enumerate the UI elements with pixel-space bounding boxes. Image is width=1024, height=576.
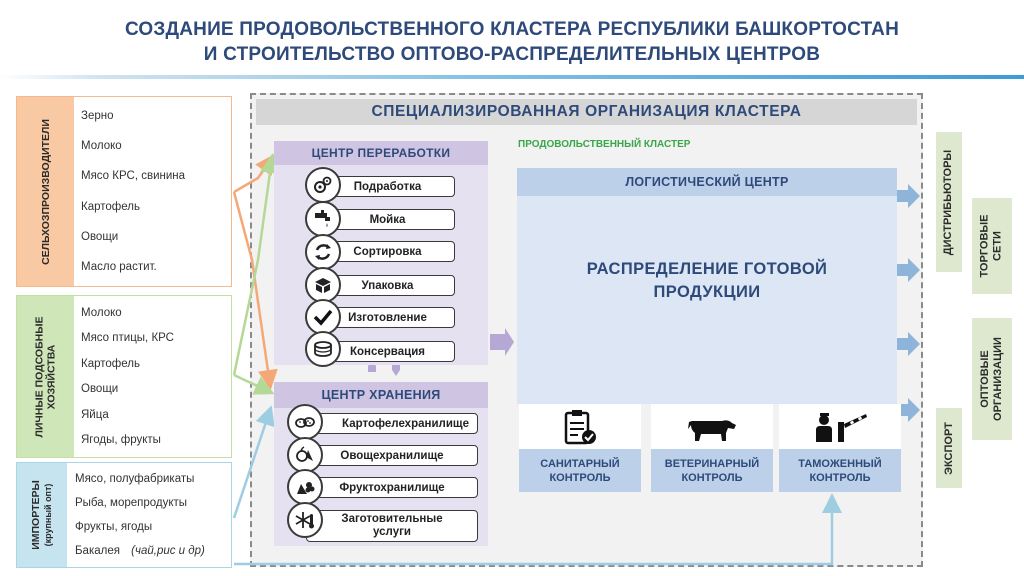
store-potato: Картофелехранилище: [306, 413, 478, 434]
channel-export: ЭКСПОРТ: [936, 408, 962, 488]
households-group: ЛИЧНЫЕ ПОДСОБНЫЕ ХОЗЯЙСТВА Молоко Мясо п…: [16, 295, 232, 458]
producers-list: Зерно Молоко Мясо КРС, свинина Картофель…: [81, 97, 227, 286]
cow-icon: [651, 408, 773, 448]
list-item: Фрукты, ягоды: [75, 521, 153, 533]
step-konservatsiya: Консервация: [320, 341, 455, 362]
list-item: Молоко: [81, 306, 122, 319]
list-item: Яйца: [81, 408, 109, 421]
list-item: Мясо, полуфабрикаты: [75, 473, 195, 485]
arrow-households-storage: [233, 373, 275, 395]
arrow-producers-processing: [233, 153, 275, 194]
list-item: Овощи: [81, 383, 119, 396]
cluster-label: ПРОДОВОЛЬСТВЕННЫЙ КЛАСТЕР: [518, 139, 691, 150]
producers-group: СЕЛЬХОЗПРОИЗВОДИТЕЛИ Зерно Молоко Мясо К…: [16, 96, 232, 287]
arrow-to-export: [897, 398, 920, 422]
checkmark-icon: [305, 299, 341, 335]
potato-icon: [287, 404, 323, 440]
snowflake-thermometer-icon: [287, 502, 323, 538]
vegetables-icon: [287, 437, 323, 473]
list-item: Ягоды, фрукты: [81, 434, 161, 447]
logistics-center: [517, 168, 897, 404]
list-item: Рыба, морепродукты: [75, 497, 188, 509]
list-item: Картофель: [81, 357, 140, 370]
arrow-to-retail: [897, 258, 920, 282]
arrow-to-wholesale: [897, 332, 920, 356]
header-divider: [0, 75, 1024, 79]
arrow-households-processing: [232, 153, 280, 376]
page-title-line-1: СОЗДАНИЕ ПРОДОВОЛЬСТВЕННОГО КЛАСТЕРА РЕС…: [124, 19, 900, 40]
list-item: Молоко: [81, 140, 122, 153]
list-item: Зерно: [81, 110, 114, 123]
arrow-importers-storage: [232, 405, 275, 519]
step-izgotovlenie: Изготовление: [320, 307, 455, 328]
faucet-icon: [305, 201, 341, 237]
arrow-importers-customs: [234, 493, 842, 566]
list-item: Мясо КРС, свинина: [81, 170, 186, 183]
arrow-processing-logistics: [490, 328, 514, 356]
step-sortirovka: Сортировка: [320, 241, 455, 262]
households-list: Молоко Мясо птицы, КРС Картофель Овощи Я…: [81, 296, 227, 457]
importers-group: ИМПОРТЕРЫ (крупный опт) Мясо, полуфабрик…: [16, 462, 232, 568]
arrow-down: [392, 364, 400, 376]
store-procurement: Заготовительные услуги: [306, 510, 478, 542]
page-title-line-2: И СТРОИТЕЛЬСТВО ОПТОВО-РАСПРЕДЕЛИТЕЛЬНЫХ…: [203, 44, 821, 65]
list-item: Овощи: [81, 230, 119, 243]
list-item: Картофель: [81, 200, 140, 213]
list-item: Мясо птицы, КРС: [81, 332, 174, 345]
box-icon: [305, 267, 341, 303]
cluster-org-title: СПЕЦИАЛИЗИРОВАННАЯ ОРГАНИЗАЦИЯ КЛАСТЕРА: [256, 99, 917, 125]
processing-title: ЦЕНТР ПЕРЕРАБОТКИ: [274, 141, 488, 165]
arrow-producers-storage: [232, 191, 278, 390]
recycle-icon: [305, 234, 341, 270]
distribution-text: РАСПРЕДЕЛЕНИЕ ГОТОВОЙ ПРОДУКЦИИ: [586, 260, 828, 301]
logistics-title: ЛОГИСТИЧЕСКИЙ ЦЕНТР: [517, 168, 897, 196]
fruit-icon: [287, 469, 323, 505]
channel-distributors: ДИСТРИБЬЮТОРЫ: [936, 132, 962, 272]
list-item: Масло растит.: [81, 260, 157, 273]
customs-barrier-icon: [779, 408, 901, 448]
storage-title: ЦЕНТР ХРАНЕНИЯ: [274, 382, 488, 408]
store-vegetable: Овощехранилище: [306, 445, 478, 466]
can-icon: [305, 331, 341, 367]
importers-list: Мясо, полуфабрикаты Рыба, морепродукты Ф…: [75, 463, 227, 567]
gears-icon: [305, 167, 341, 203]
arrow-to-distributors: [897, 184, 920, 208]
list-item: Бакалея (чай,рис и др): [75, 545, 205, 557]
clipboard-check-icon: [519, 408, 641, 448]
store-fruit: Фруктохранилище: [306, 477, 478, 498]
